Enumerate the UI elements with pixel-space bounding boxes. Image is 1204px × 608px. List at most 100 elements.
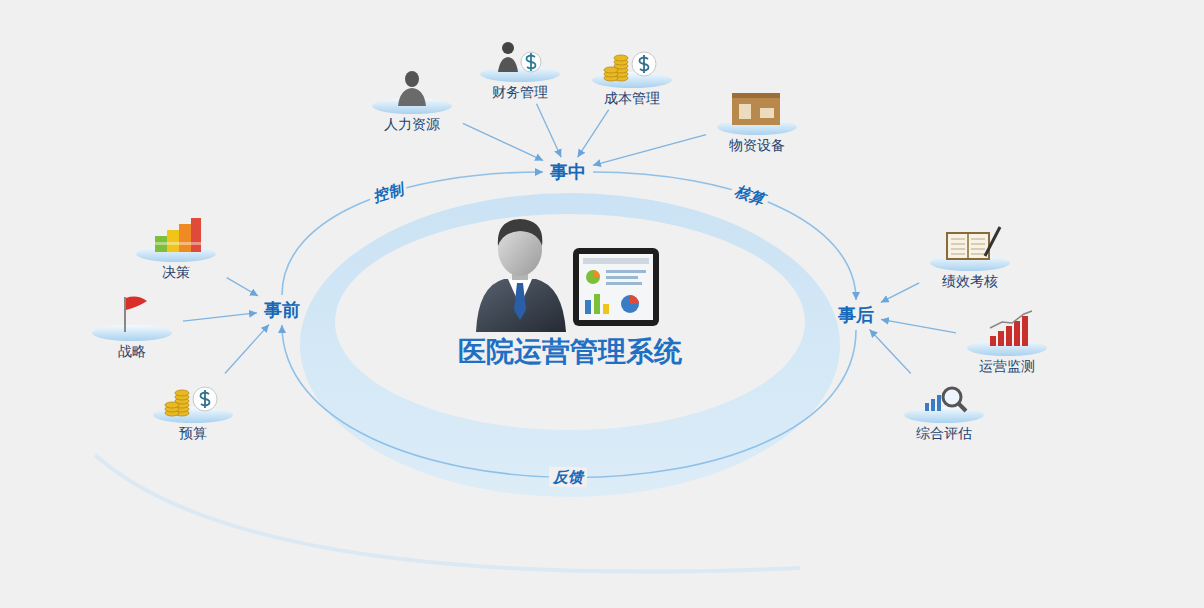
- connector-arrow: [593, 172, 856, 300]
- icon-node: 人力资源: [363, 66, 461, 134]
- node-icon: [962, 308, 1052, 356]
- drawing-rect: [1014, 321, 1020, 346]
- node-label: 绩效考核: [942, 271, 998, 291]
- node-label: 事前: [264, 299, 300, 321]
- drawing-circle: [586, 270, 600, 284]
- drawing-circle: [502, 42, 514, 54]
- connector-arrow: [593, 135, 706, 166]
- drawing-rect: [990, 336, 996, 346]
- drawing-ellipse: [175, 390, 189, 396]
- connector-arrow: [881, 319, 956, 332]
- node-icon: [899, 375, 989, 423]
- connector-arrow: [463, 123, 543, 160]
- drawing-path: [593, 270, 600, 277]
- drawing-rect: [931, 399, 935, 411]
- stage-node: 事中: [545, 159, 591, 185]
- drawing-rect: [603, 304, 609, 314]
- drawing-circle: [521, 52, 541, 72]
- title: 医院运营管理系统: [458, 334, 682, 370]
- drawing-line: [971, 254, 985, 255]
- drawing-ellipse: [604, 67, 618, 73]
- drawing-rect: [594, 294, 600, 314]
- drawing-ellipse: [153, 407, 233, 423]
- icon-node: 财务管理: [471, 34, 569, 102]
- drawing-line: [971, 239, 985, 240]
- node-label: 运营监测: [979, 356, 1035, 376]
- drawing-ellipse: [480, 66, 560, 82]
- connector-arrow: [282, 325, 856, 478]
- drawing-rect: [191, 218, 201, 252]
- drawing-line: [951, 249, 965, 250]
- node-label: 物资设备: [729, 135, 785, 155]
- drawing-ellipse: [904, 407, 984, 423]
- stage-node: 事后: [833, 302, 879, 328]
- drawing-rect: [1022, 316, 1028, 346]
- node-label: 人力资源: [384, 114, 440, 134]
- node-label: 战略: [118, 341, 146, 361]
- drawing-polyline: [990, 311, 1032, 328]
- drawing-line: [967, 233, 969, 259]
- drawing-rect: [606, 270, 646, 273]
- drawing-rect: [179, 224, 191, 252]
- drawing-rect: [606, 282, 642, 285]
- edge-label: 控制: [367, 178, 409, 209]
- drawing-rect: [1006, 326, 1012, 346]
- drawing-path: [498, 219, 542, 246]
- icon-node: 成本管理: [583, 40, 681, 108]
- drawing-rect: [739, 104, 751, 119]
- icon-node: 决策: [127, 214, 225, 282]
- drawing-rect: [606, 276, 638, 279]
- node-label: 财务管理: [492, 82, 548, 102]
- drawing-path: [498, 57, 518, 72]
- stage-node: 事前: [259, 297, 305, 323]
- drawing-path: [630, 295, 639, 304]
- drawing-rect: [585, 300, 591, 314]
- drawing-ellipse: [614, 55, 628, 61]
- node-icon: [475, 34, 565, 82]
- drawing-rect: [573, 248, 659, 326]
- drawing-path: [476, 279, 566, 332]
- node-icon: [367, 66, 457, 114]
- node-icon: [148, 375, 238, 423]
- drawing-ellipse: [405, 71, 419, 87]
- drawing-line: [985, 227, 1000, 256]
- drawing-path: [201, 390, 210, 408]
- connector-arrow: [537, 104, 562, 157]
- drawing-path: [300, 193, 840, 497]
- drawing-rect: [925, 403, 929, 411]
- node-icon: [131, 214, 221, 262]
- drawing-rect: [732, 93, 780, 98]
- drawing-path: [527, 53, 536, 71]
- drawing-rect: [937, 395, 941, 411]
- drawing-ellipse: [592, 72, 672, 88]
- icon-node: 战略: [83, 293, 181, 361]
- node-label: 事中: [550, 161, 586, 183]
- drawing-line: [124, 297, 126, 332]
- connector-arrow: [282, 172, 543, 295]
- drawing-line: [951, 244, 965, 245]
- icon-node: 绩效考核: [921, 223, 1019, 291]
- drawing-rect: [583, 258, 649, 264]
- drawing-ellipse: [92, 325, 172, 341]
- drawing-rect: [760, 108, 774, 118]
- connector-arrow: [578, 110, 609, 158]
- drawing-path: [514, 283, 526, 320]
- drawing-rect: [155, 242, 201, 245]
- connector-arrow: [881, 283, 919, 303]
- drawing-line: [971, 244, 985, 245]
- drawing-line: [951, 254, 965, 255]
- node-label: 预算: [179, 423, 207, 443]
- connector-arrow: [870, 329, 911, 373]
- icon-node: 物资设备: [708, 87, 806, 155]
- node-label: 决策: [162, 262, 190, 282]
- node-label: 综合评估: [916, 423, 972, 443]
- drawing-path: [398, 88, 426, 106]
- node-icon: [925, 223, 1015, 271]
- connector-arrow: [225, 324, 269, 373]
- drawing-circle: [193, 387, 217, 411]
- drawing-line: [951, 239, 965, 240]
- edge-label: 反馈: [549, 467, 587, 487]
